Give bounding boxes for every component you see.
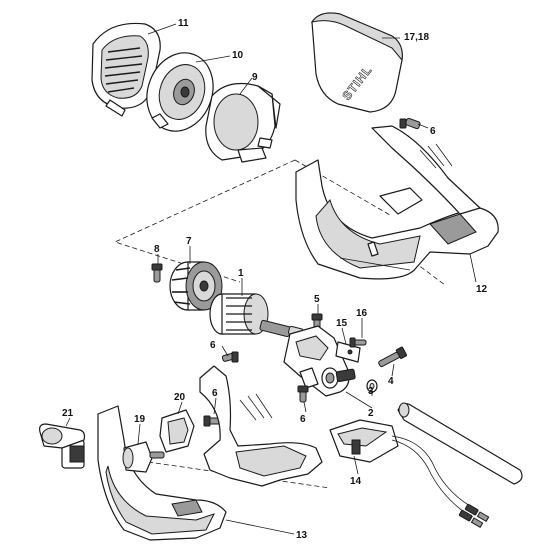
- part-4-screw: [378, 346, 408, 368]
- part-20-clip: [159, 409, 195, 453]
- part-19-socket: [122, 441, 165, 473]
- leader-lines: [65, 23, 477, 535]
- callout-6-lower: 6: [212, 388, 218, 399]
- callout-20: 20: [174, 392, 186, 403]
- callout-21: 21: [62, 408, 74, 419]
- callout-6-mid: 6: [210, 340, 216, 351]
- part-8-screw: [151, 263, 163, 283]
- part-12-right-housing: [295, 125, 499, 280]
- callout-2: 2: [368, 408, 374, 419]
- callout-10: 10: [232, 50, 244, 61]
- part-11-grille-cover: [91, 22, 161, 117]
- callout-14: 14: [350, 476, 362, 487]
- callout-6-top: 6: [430, 126, 436, 137]
- callout-4: 4: [388, 376, 394, 387]
- flexible-tube: [397, 402, 523, 485]
- part-13-left-housing: [97, 365, 323, 541]
- callout-11: 11: [178, 18, 189, 29]
- part-6-screw-mid: [221, 351, 239, 363]
- part-6-screw-bracket: [297, 385, 309, 403]
- part-6-screw-lower: [203, 415, 221, 427]
- part-2-bracket: [283, 325, 356, 397]
- callout-9: 9: [252, 72, 258, 83]
- callout-15: 15: [336, 318, 348, 329]
- callout-labels: 11 10 9 17,18 6 12 8 7 1 5 16 15 6 3 4 2…: [62, 18, 488, 541]
- part-14-switch: [329, 419, 490, 529]
- callout-17-18: 17,18: [404, 32, 429, 43]
- callout-1: 1: [238, 268, 244, 279]
- callout-3: 3: [368, 386, 374, 397]
- part-1-motor: [209, 293, 304, 338]
- callout-13: 13: [296, 530, 308, 541]
- part-6-screw-top: [399, 117, 421, 130]
- callout-19: 19: [134, 414, 146, 425]
- callout-5: 5: [314, 294, 320, 305]
- part-7-fan-wheel: [169, 261, 223, 311]
- callout-7: 7: [186, 236, 192, 247]
- part-21-plug: [39, 423, 86, 469]
- callout-8: 8: [154, 244, 160, 255]
- callout-6-bracket: 6: [300, 414, 306, 425]
- part-9-shroud: [205, 83, 281, 163]
- part-17-18-top-cover: STIHL: [310, 12, 403, 113]
- callout-12: 12: [476, 284, 488, 295]
- part-16-screw: [349, 337, 367, 348]
- callout-16: 16: [356, 308, 368, 319]
